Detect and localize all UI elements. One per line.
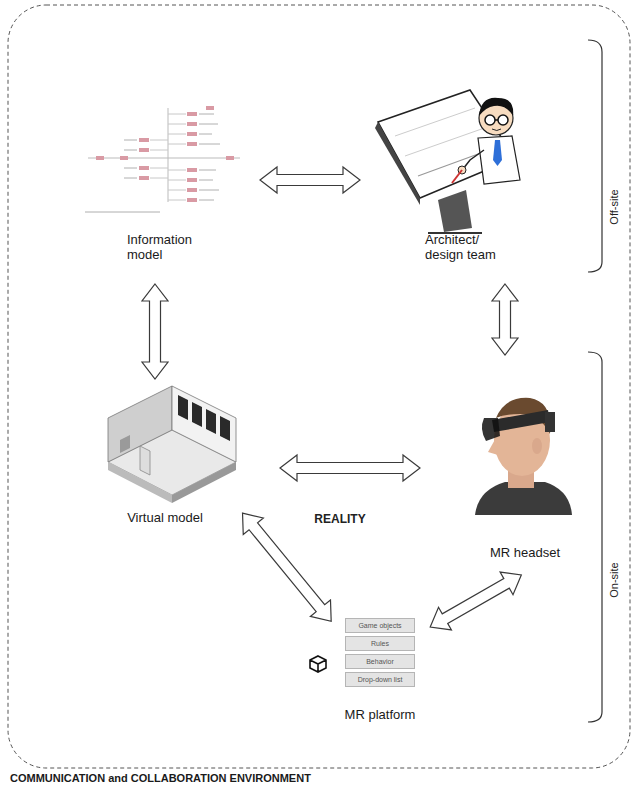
tree-line <box>85 212 160 213</box>
board-edge <box>375 122 420 205</box>
headset-visor <box>482 418 500 441</box>
partition <box>140 446 150 475</box>
off-site-bracket <box>588 40 602 272</box>
double-block-arrow <box>260 167 360 193</box>
glasses <box>485 115 495 125</box>
menu-item-text: Rules <box>346 637 414 650</box>
wall <box>172 386 236 462</box>
double-block-arrow <box>243 513 332 621</box>
headset-back <box>545 412 555 432</box>
wall-panels <box>178 395 230 441</box>
arm <box>463 150 484 169</box>
mouth <box>492 129 501 131</box>
tree-line <box>168 108 169 202</box>
wall-edge <box>172 462 236 503</box>
board-line <box>395 108 475 136</box>
tree-branches <box>150 114 186 200</box>
board-stand <box>438 190 472 232</box>
menu-item-text: Game objects <box>346 619 414 632</box>
wall-panel <box>120 435 130 453</box>
mr-platform: MR platform Game objectsRulesBehaviorDrop… <box>335 612 425 722</box>
tree-leaf-text <box>124 114 220 200</box>
environment-outline <box>8 5 630 768</box>
site-label: On-site <box>608 562 621 597</box>
node-label: MR headset <box>490 545 574 560</box>
virtual-model: Virtual model <box>100 385 240 525</box>
unity-cube <box>310 656 326 672</box>
information-model-tree <box>85 106 240 212</box>
double-block-arrow <box>492 284 518 355</box>
design-team: Architect/ design team <box>370 80 525 262</box>
glasses <box>498 115 508 125</box>
double-block-arrow <box>280 455 420 481</box>
architect-illustration <box>375 90 520 233</box>
tie <box>493 140 502 166</box>
double-block-arrow <box>142 284 168 379</box>
platform-menu-item: Behavior <box>345 654 415 669</box>
headset-band <box>492 410 550 432</box>
board-line <box>405 126 490 156</box>
tree-line <box>88 158 240 159</box>
unity-logo <box>310 656 326 672</box>
double-block-arrow <box>430 572 521 630</box>
virtual-model-illustration <box>108 386 236 503</box>
mr-headset: MR headset <box>455 385 575 570</box>
platform-menu-item: Rules <box>345 636 415 651</box>
menu-item-text: Behavior <box>346 655 414 668</box>
menu-item-text: Drop-down list <box>346 673 414 686</box>
headset-user-illustration <box>475 398 572 515</box>
node-label: Architect/ design team <box>425 232 517 262</box>
ear <box>532 438 542 454</box>
site-label: Off-site <box>608 189 621 224</box>
shirt <box>478 136 520 184</box>
reality-label: REALITY <box>314 513 365 526</box>
information-model: Information model <box>75 80 250 262</box>
platform-menu-item: Drop-down list <box>345 672 415 687</box>
glasses-bridge <box>495 119 498 121</box>
node-label: Virtual model <box>110 510 220 525</box>
platform-menu-item: Game objects <box>345 618 415 633</box>
pencil <box>452 170 462 183</box>
on-site-bracket <box>588 352 602 722</box>
wall-edge <box>108 462 172 503</box>
node-label: Information model <box>127 232 219 262</box>
node-label: COMMUNICATION and COLLABORATION ENVIRONM… <box>10 771 430 786</box>
tree-items <box>96 106 234 202</box>
hair <box>479 98 513 116</box>
node-label: MR platform <box>335 707 425 722</box>
